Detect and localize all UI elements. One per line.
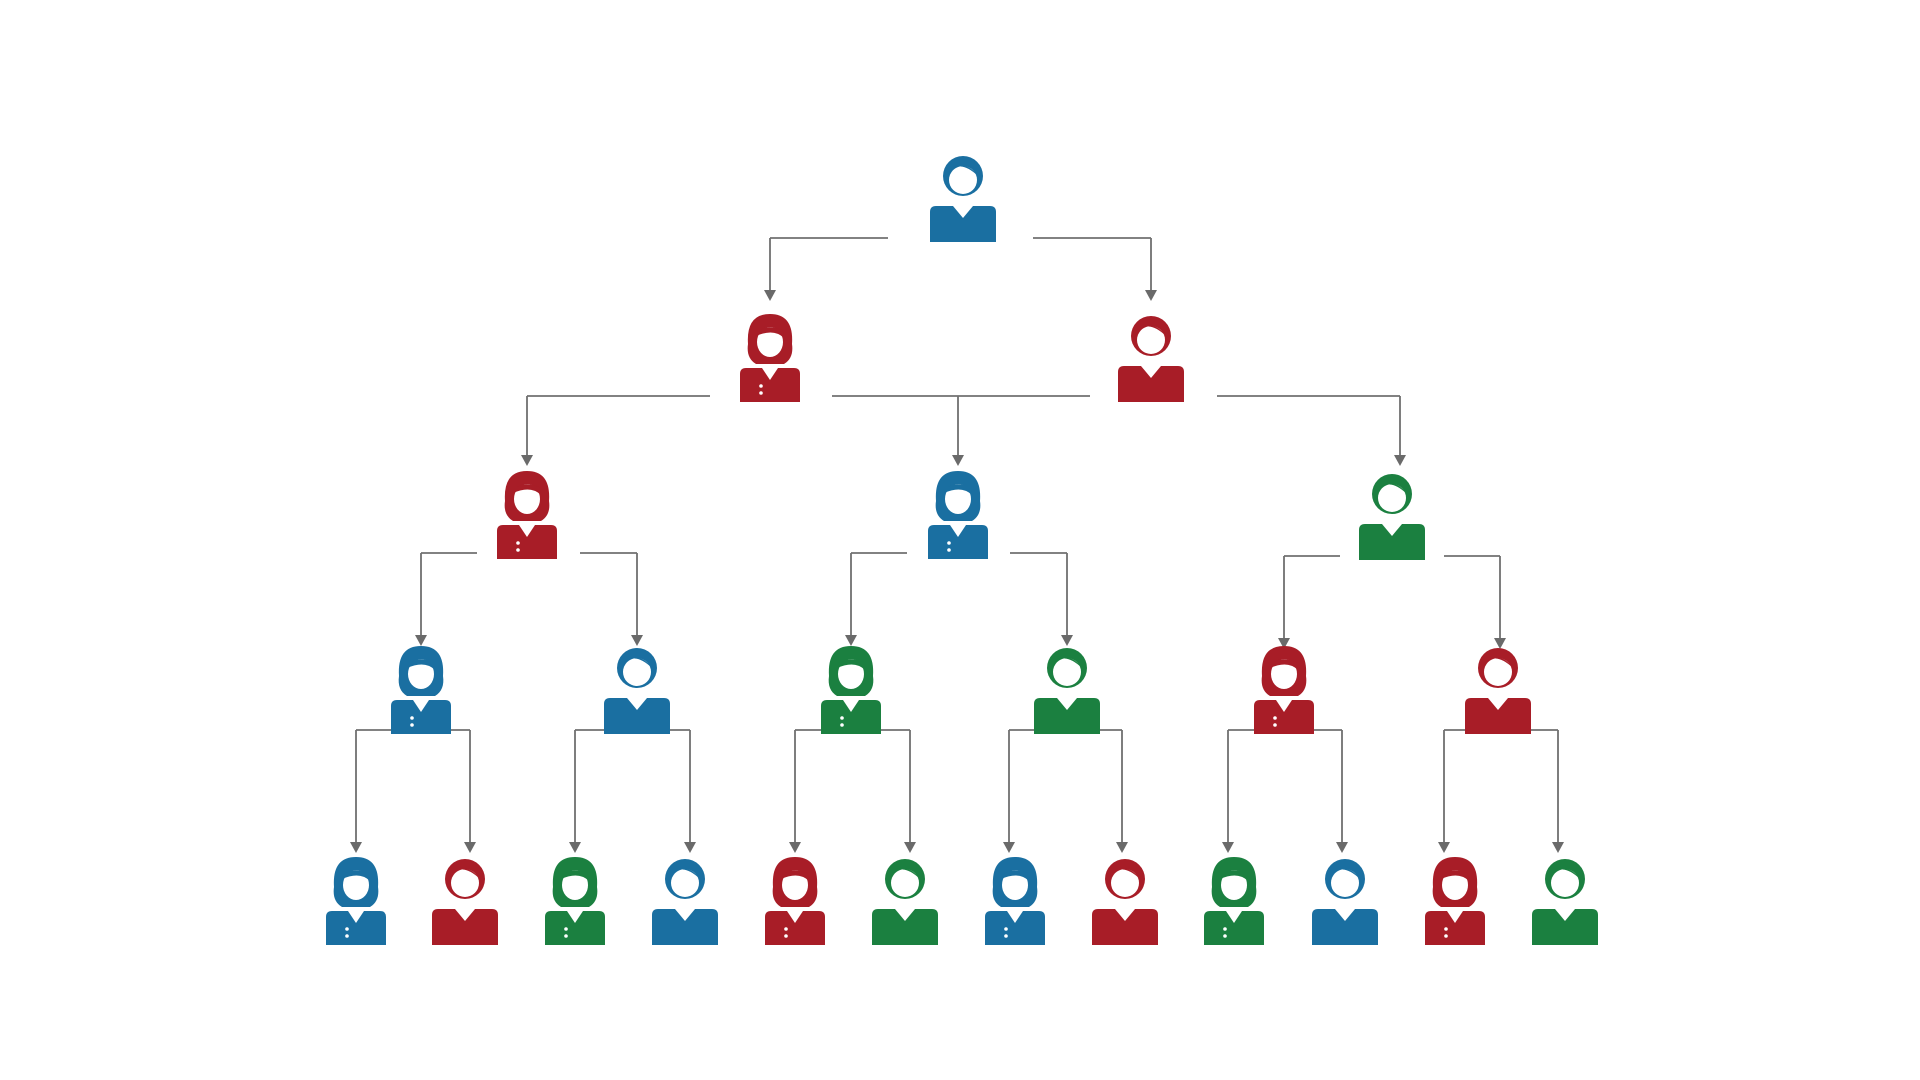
arrowhead-icon	[1394, 455, 1406, 466]
arrowhead-icon	[1145, 290, 1157, 301]
man-icon	[604, 648, 670, 734]
woman-icon	[765, 857, 825, 945]
arrowhead-icon	[1438, 842, 1450, 853]
arrowhead-icon	[569, 842, 581, 853]
arrowhead-icon	[1552, 842, 1564, 853]
arrowhead-icon	[631, 635, 643, 646]
arrowhead-icon	[464, 842, 476, 853]
arrowhead-icon	[1278, 638, 1290, 649]
woman-icon	[497, 471, 557, 559]
arrowhead-icon	[952, 455, 964, 466]
arrowhead-icon	[684, 842, 696, 853]
arrowhead-icon	[1222, 842, 1234, 853]
connector-from-root	[764, 237, 1157, 301]
woman-icon	[1204, 857, 1264, 945]
arrowhead-icon	[1494, 638, 1506, 649]
arrowhead-icon	[1061, 635, 1073, 646]
arrowhead-icon	[350, 842, 362, 853]
arrowhead-icon	[415, 635, 427, 646]
woman-icon	[928, 471, 988, 559]
woman-icon	[391, 646, 451, 734]
connector-from-l3-a	[350, 729, 476, 853]
arrowhead-icon	[789, 842, 801, 853]
connector-from-l2-b	[845, 552, 1073, 646]
man-icon	[432, 859, 498, 945]
connector-from-l3-c	[789, 729, 916, 853]
connector-from-l3-e	[1222, 729, 1348, 853]
man-icon	[872, 859, 938, 945]
arrowhead-icon	[521, 455, 533, 466]
arrowhead-icon	[764, 290, 776, 301]
arrowhead-icon	[1336, 842, 1348, 853]
people	[326, 156, 1598, 945]
man-icon	[1359, 474, 1425, 560]
arrowhead-icon	[904, 842, 916, 853]
connector-from-l3-b	[569, 729, 696, 853]
woman-icon	[1254, 646, 1314, 734]
man-icon	[1465, 648, 1531, 734]
man-icon	[1118, 316, 1184, 402]
connector-from-l3-d	[1003, 729, 1128, 853]
woman-icon	[821, 646, 881, 734]
arrowhead-icon	[845, 635, 857, 646]
woman-icon	[985, 857, 1045, 945]
arrowhead-icon	[1003, 842, 1015, 853]
man-icon	[1312, 859, 1378, 945]
connector-from-l2-c	[1278, 555, 1506, 649]
woman-icon	[545, 857, 605, 945]
arrowhead-icon	[1116, 842, 1128, 853]
connector-from-l2-a	[415, 552, 643, 646]
connector-from-l1-a	[521, 395, 958, 466]
connector-from-l1-b	[952, 395, 1406, 466]
man-icon	[930, 156, 996, 242]
man-icon	[1034, 648, 1100, 734]
connector-from-l3-f	[1438, 729, 1564, 853]
man-icon	[1532, 859, 1598, 945]
woman-icon	[326, 857, 386, 945]
man-icon	[652, 859, 718, 945]
connectors	[350, 237, 1564, 853]
woman-icon	[1425, 857, 1485, 945]
woman-icon	[740, 314, 800, 402]
man-icon	[1092, 859, 1158, 945]
